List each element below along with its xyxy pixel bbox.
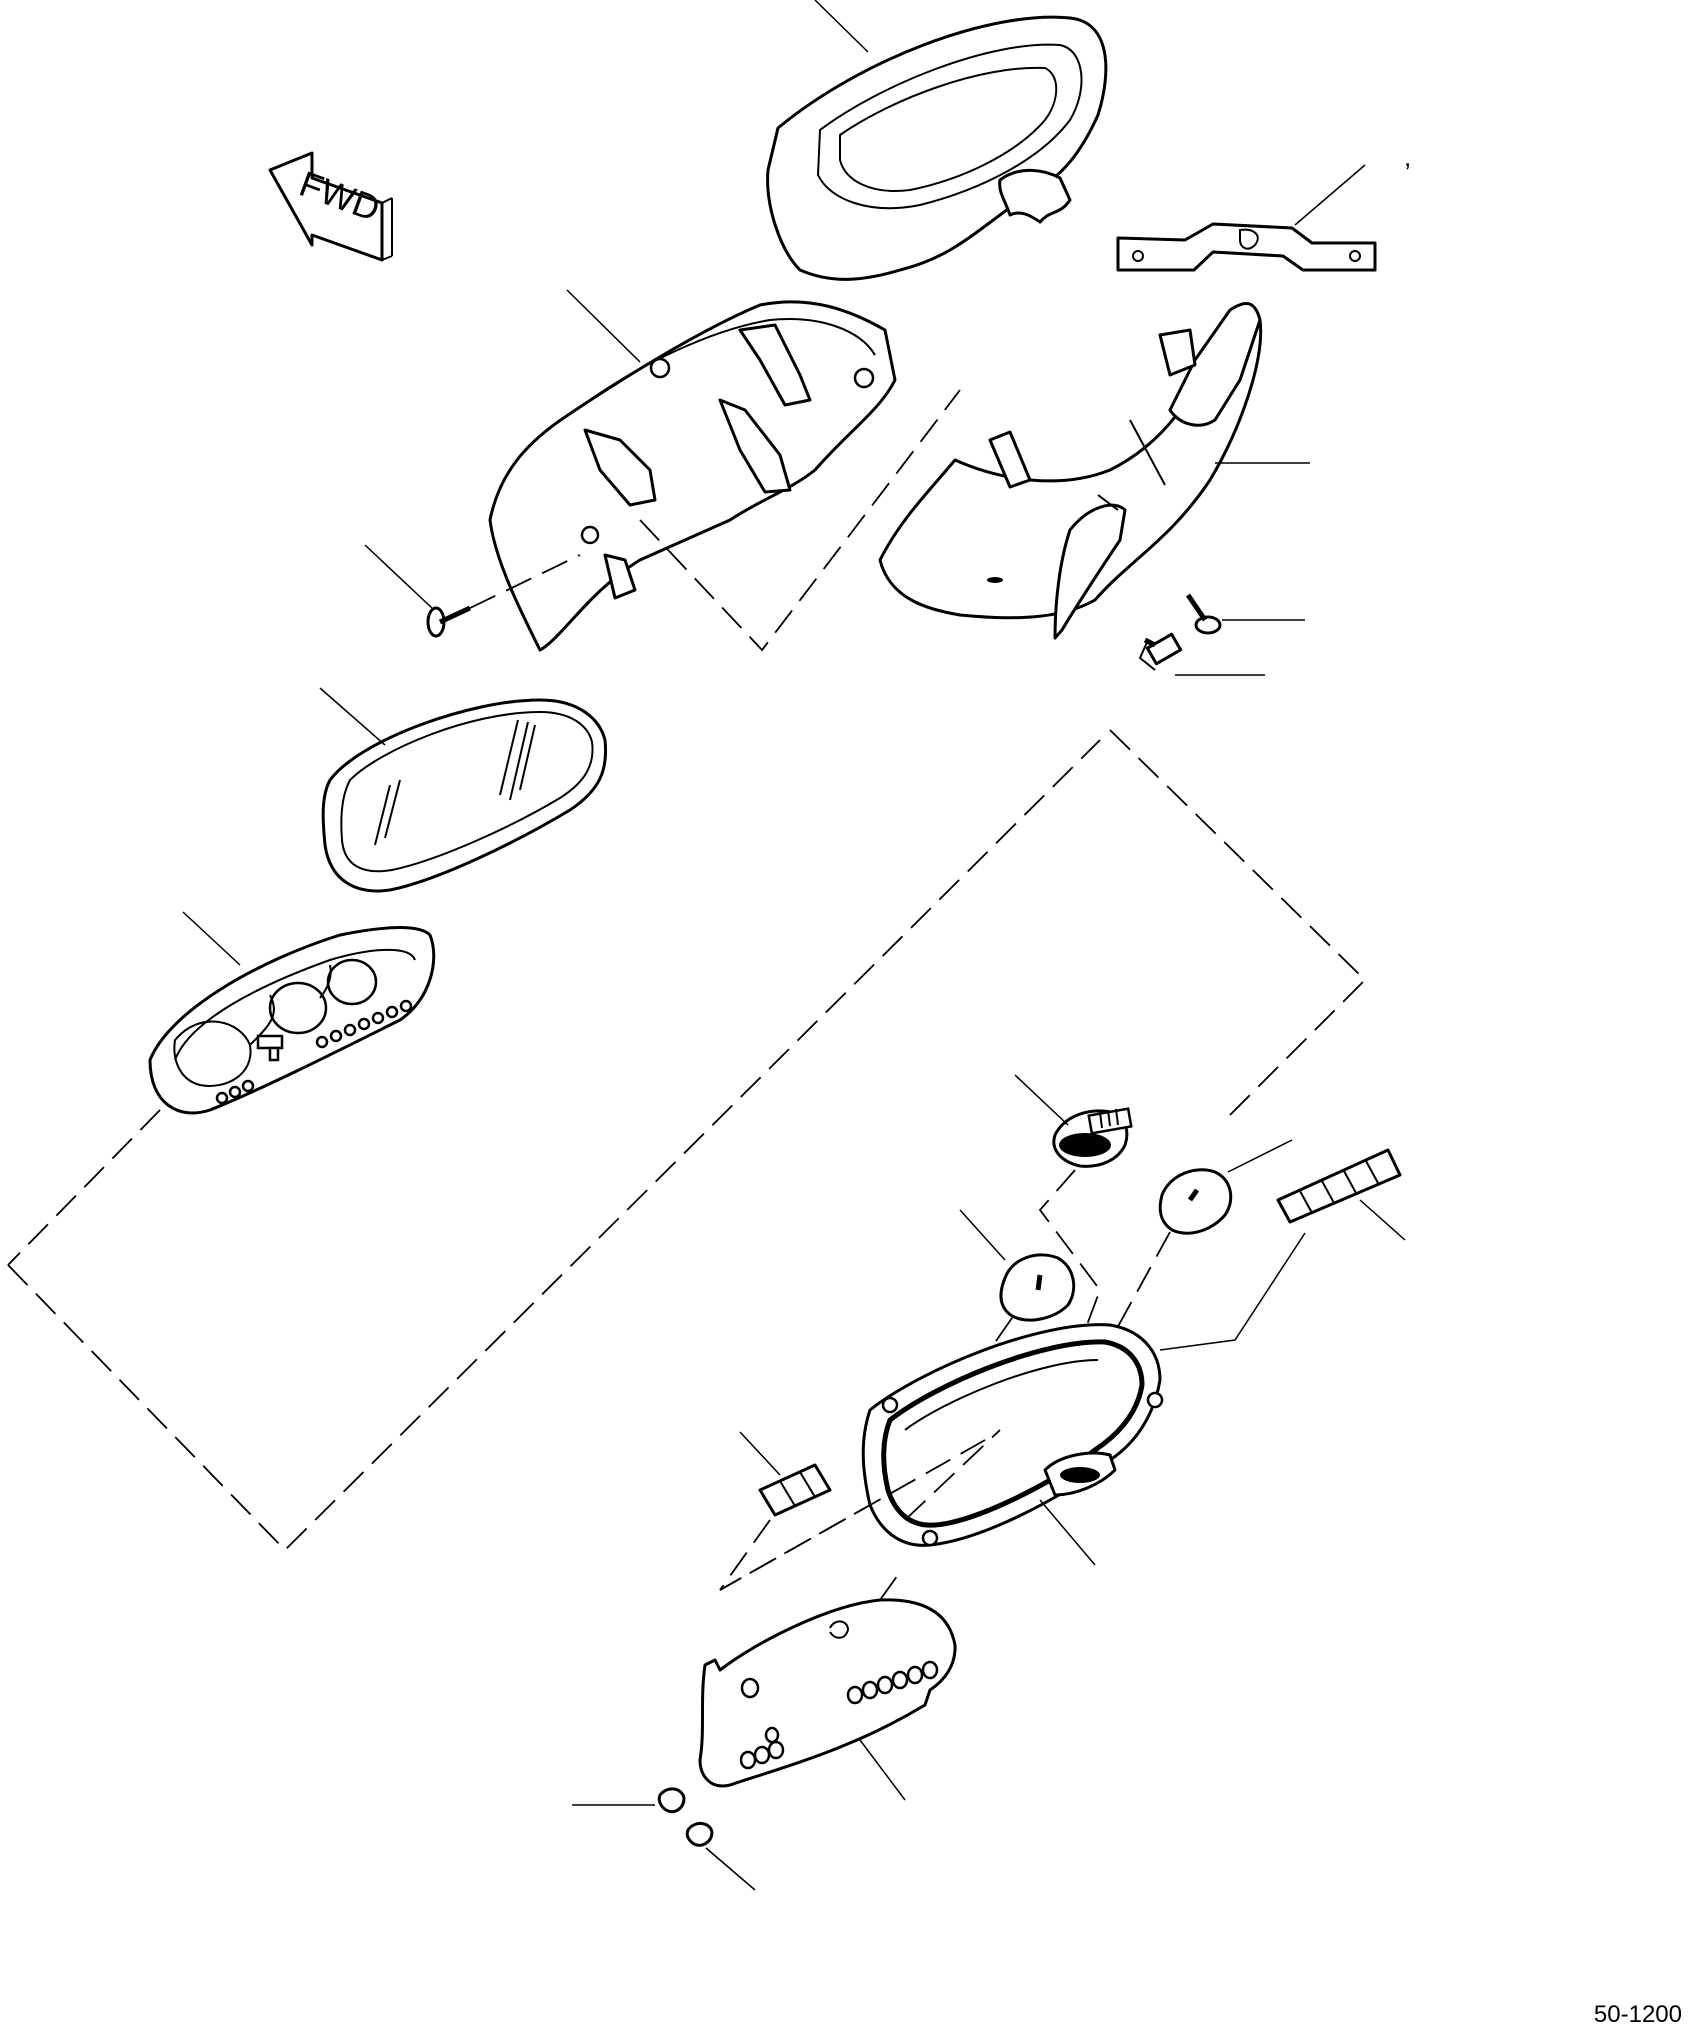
bulb-socket-upper bbox=[572, 1787, 686, 1814]
stray-mark: , bbox=[1404, 142, 1412, 172]
meter-hood bbox=[766, 0, 1108, 281]
dial-face-plate bbox=[7, 911, 436, 1266]
cover-screw-right bbox=[1185, 593, 1305, 635]
adjust-knob bbox=[1014, 1074, 1133, 1331]
upper-left-cover bbox=[488, 289, 897, 652]
upper-right-cover bbox=[878, 301, 1310, 640]
drawing-number: 50-1200 bbox=[1593, 2001, 1682, 2028]
mounting-bracket bbox=[1116, 164, 1377, 272]
bulb-socket-lower bbox=[685, 1822, 756, 1891]
cover-screw-left bbox=[364, 544, 581, 638]
indicator-strip-left bbox=[719, 1431, 871, 1591]
fwd-direction-arrow: FWD bbox=[268, 151, 393, 262]
cover-bolt-right bbox=[1138, 632, 1265, 676]
meter-housing bbox=[719, 1323, 1164, 1591]
indicator-strip-right bbox=[1159, 1148, 1406, 1351]
circuit-board bbox=[698, 1571, 957, 1801]
meter-lens bbox=[319, 687, 608, 893]
gauge-left bbox=[919, 1209, 1076, 1451]
